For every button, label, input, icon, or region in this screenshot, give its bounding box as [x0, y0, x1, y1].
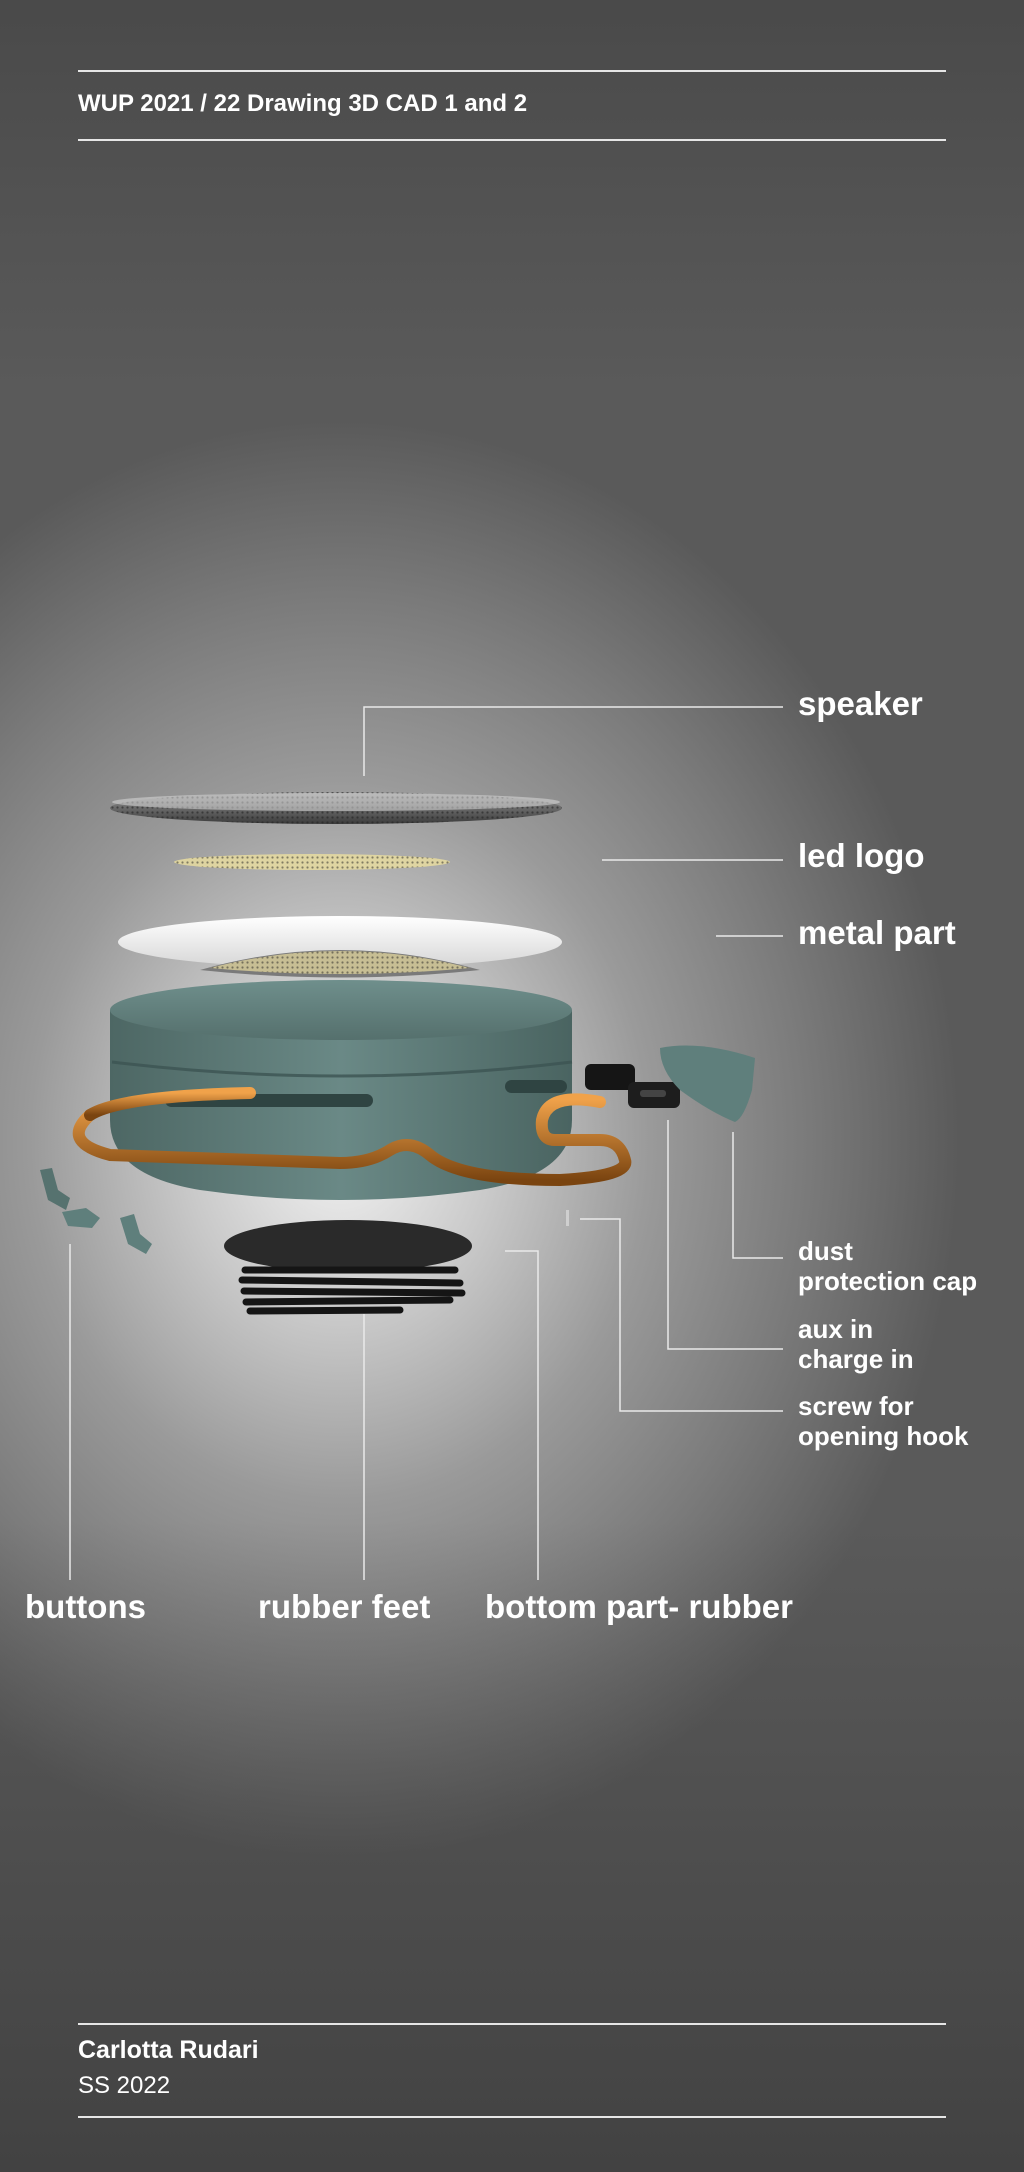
leader-dust-cap: [732, 1132, 783, 1259]
opening-hook: [72, 1087, 632, 1187]
leader-screw: [580, 1218, 783, 1412]
leader-lines: [69, 706, 783, 1580]
label-buttons: buttons: [25, 1588, 146, 1625]
led-logo-part: [174, 854, 450, 870]
dust-protection-cap: [660, 1045, 755, 1122]
label-screw: screw for opening hook: [798, 1391, 969, 1451]
page-title: WUP 2021 / 22 Drawing 3D CAD 1 and 2: [78, 90, 528, 117]
label-aux-charge: aux in charge in: [798, 1314, 914, 1374]
aux-charge-connector: [585, 1064, 680, 1108]
label-speaker: speaker: [798, 685, 923, 722]
header-top-rule: [78, 70, 946, 72]
speaker-grill: [110, 792, 562, 824]
rubber-feet-parts: [238, 1266, 466, 1315]
term-label: SS 2022: [78, 2072, 171, 2099]
label-rubber-feet: rubber feet: [258, 1588, 431, 1625]
label-metal-part: metal part: [798, 914, 956, 951]
label-led-logo: led logo: [798, 837, 925, 874]
screw-part: [566, 1210, 569, 1226]
author-name: Carlotta Rudari: [78, 2036, 259, 2064]
label-bottom-part-rubber: bottom part- rubber: [485, 1588, 793, 1625]
metal-part: [118, 916, 562, 978]
leader-speaker: [363, 706, 783, 776]
bottom-rubber-part: [224, 1220, 472, 1272]
label-dust-protection-cap: dust protection cap: [798, 1236, 978, 1296]
speaker-body: [110, 980, 573, 1200]
footer-top-rule: [78, 2023, 946, 2025]
leader-aux: [667, 1120, 783, 1350]
buttons-parts: [40, 1168, 152, 1254]
header-bottom-rule: [78, 139, 946, 141]
footer-bottom-rule: [78, 2116, 946, 2118]
leader-bottom-rubber: [505, 1250, 539, 1580]
